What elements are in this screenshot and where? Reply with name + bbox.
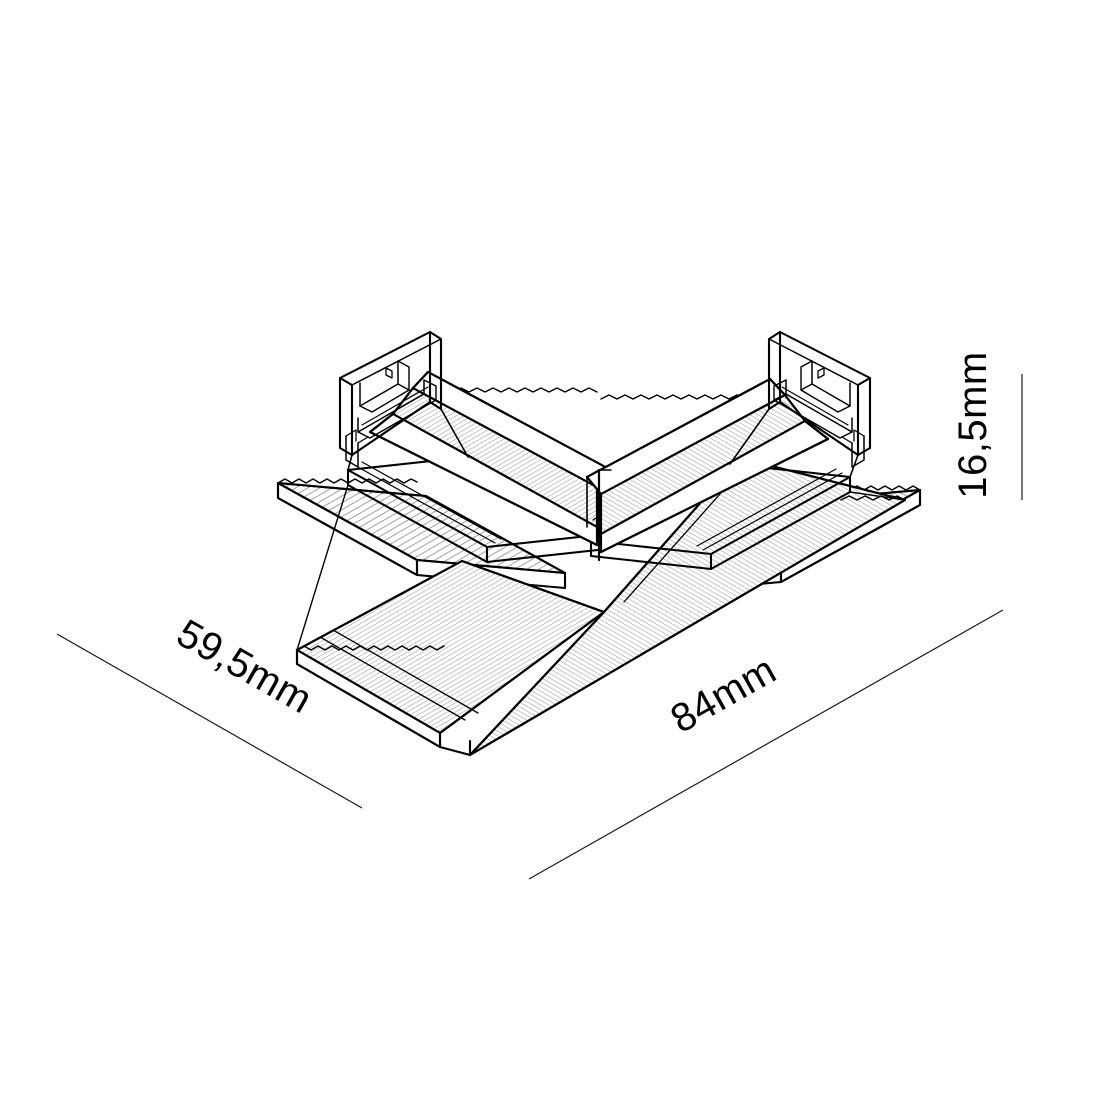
dimension-width-label: 84mm (664, 648, 784, 742)
left-track-body (368, 370, 613, 547)
dimension-depth-line (56, 633, 363, 809)
dimension-depth-label: 59,5mm (169, 611, 319, 722)
product-body (276, 330, 922, 757)
dimension-height-label: 16,5mm (951, 351, 995, 499)
dimension-height: 16,5mm (951, 351, 1023, 500)
right-end-profile (767, 330, 872, 468)
silhouette-edges (296, 408, 906, 651)
front-apron-left (295, 559, 606, 757)
corner-vertex (586, 468, 612, 562)
left-end-profile (338, 330, 443, 468)
dimension-width-line (528, 609, 1004, 880)
left-lower-flange (276, 478, 567, 590)
